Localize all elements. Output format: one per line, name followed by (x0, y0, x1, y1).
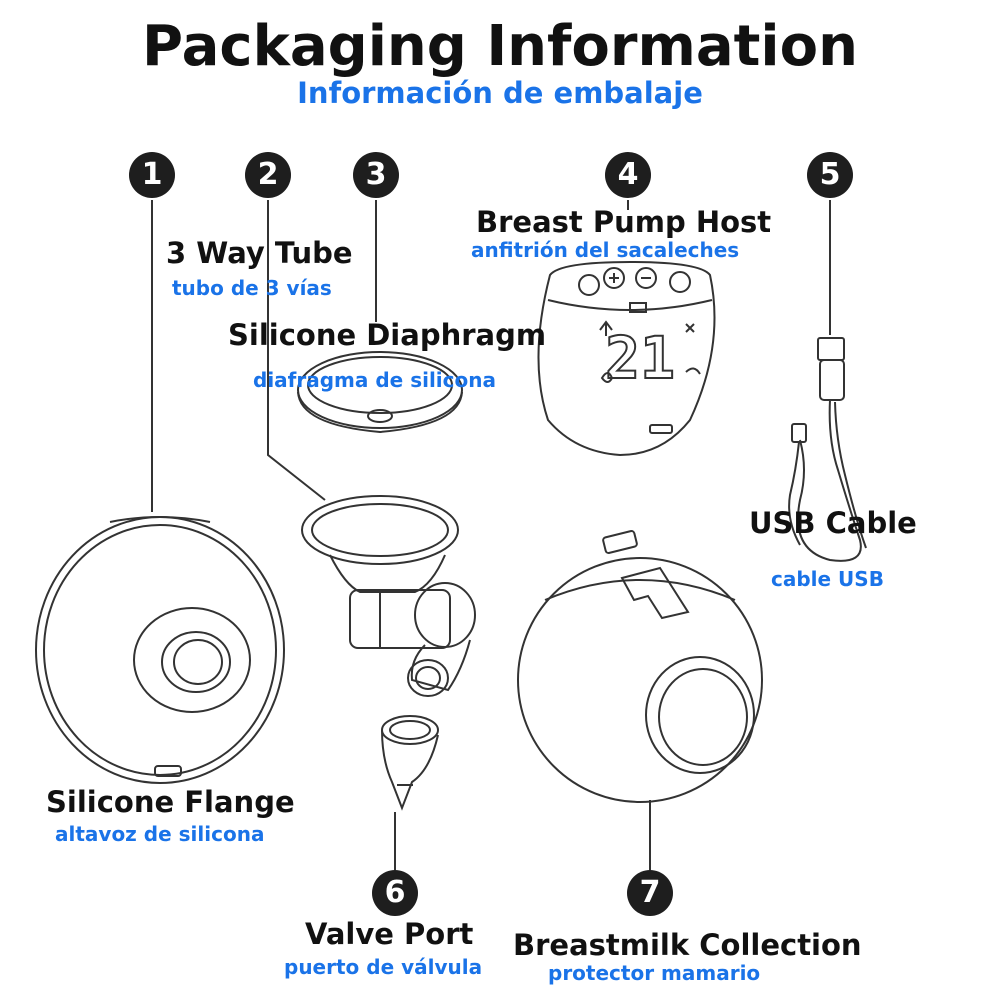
label-3-way-tube-es: tubo de 3 vías (172, 276, 332, 300)
badge-7: 7 (627, 870, 673, 916)
label-valve-port: Valve Port (305, 917, 474, 951)
label-breast-pump-host-es: anfitrión del sacaleches (471, 238, 740, 262)
badge-3: 3 (353, 152, 399, 198)
badge-5: 5 (807, 152, 853, 198)
label-silicone-diaphragm: Silicone Diaphragm (228, 318, 547, 352)
pump-host-drawing (537, 260, 716, 457)
usb-cable-drawing (788, 337, 867, 562)
badge-6: 6 (372, 870, 418, 916)
page-title: Packaging Information (142, 14, 858, 79)
label-breastmilk-collection-es: protector mamario (548, 961, 761, 985)
diaphragm-drawing (297, 351, 463, 434)
label-usb-cable: USB Cable (749, 506, 917, 540)
valve-drawing (381, 715, 439, 811)
badge-4: 4 (605, 152, 651, 198)
label-3-way-tube: 3 Way Tube (166, 236, 353, 270)
label-usb-cable-es: cable USB (771, 567, 884, 591)
collector-drawing (517, 530, 763, 803)
badge-2: 2 (245, 152, 291, 198)
label-breastmilk-collection: Breastmilk Collection (513, 928, 862, 962)
label-valve-port-es: puerto de válvula (284, 955, 483, 979)
label-silicone-flange-es: altavoz de silicona (55, 822, 265, 846)
label-breast-pump-host: Breast Pump Host (476, 205, 772, 239)
label-silicone-flange: Silicone Flange (46, 785, 295, 819)
page-subtitle: Información de embalaje (297, 76, 703, 110)
leader-line-2 (267, 200, 326, 501)
three-way-tube-drawing (301, 495, 476, 697)
label-silicone-diaphragm-es: diafragma de silicona (253, 368, 496, 392)
badge-1: 1 (129, 152, 175, 198)
host-lcd-digits: 21 (605, 324, 675, 392)
flange-drawing (35, 516, 285, 784)
